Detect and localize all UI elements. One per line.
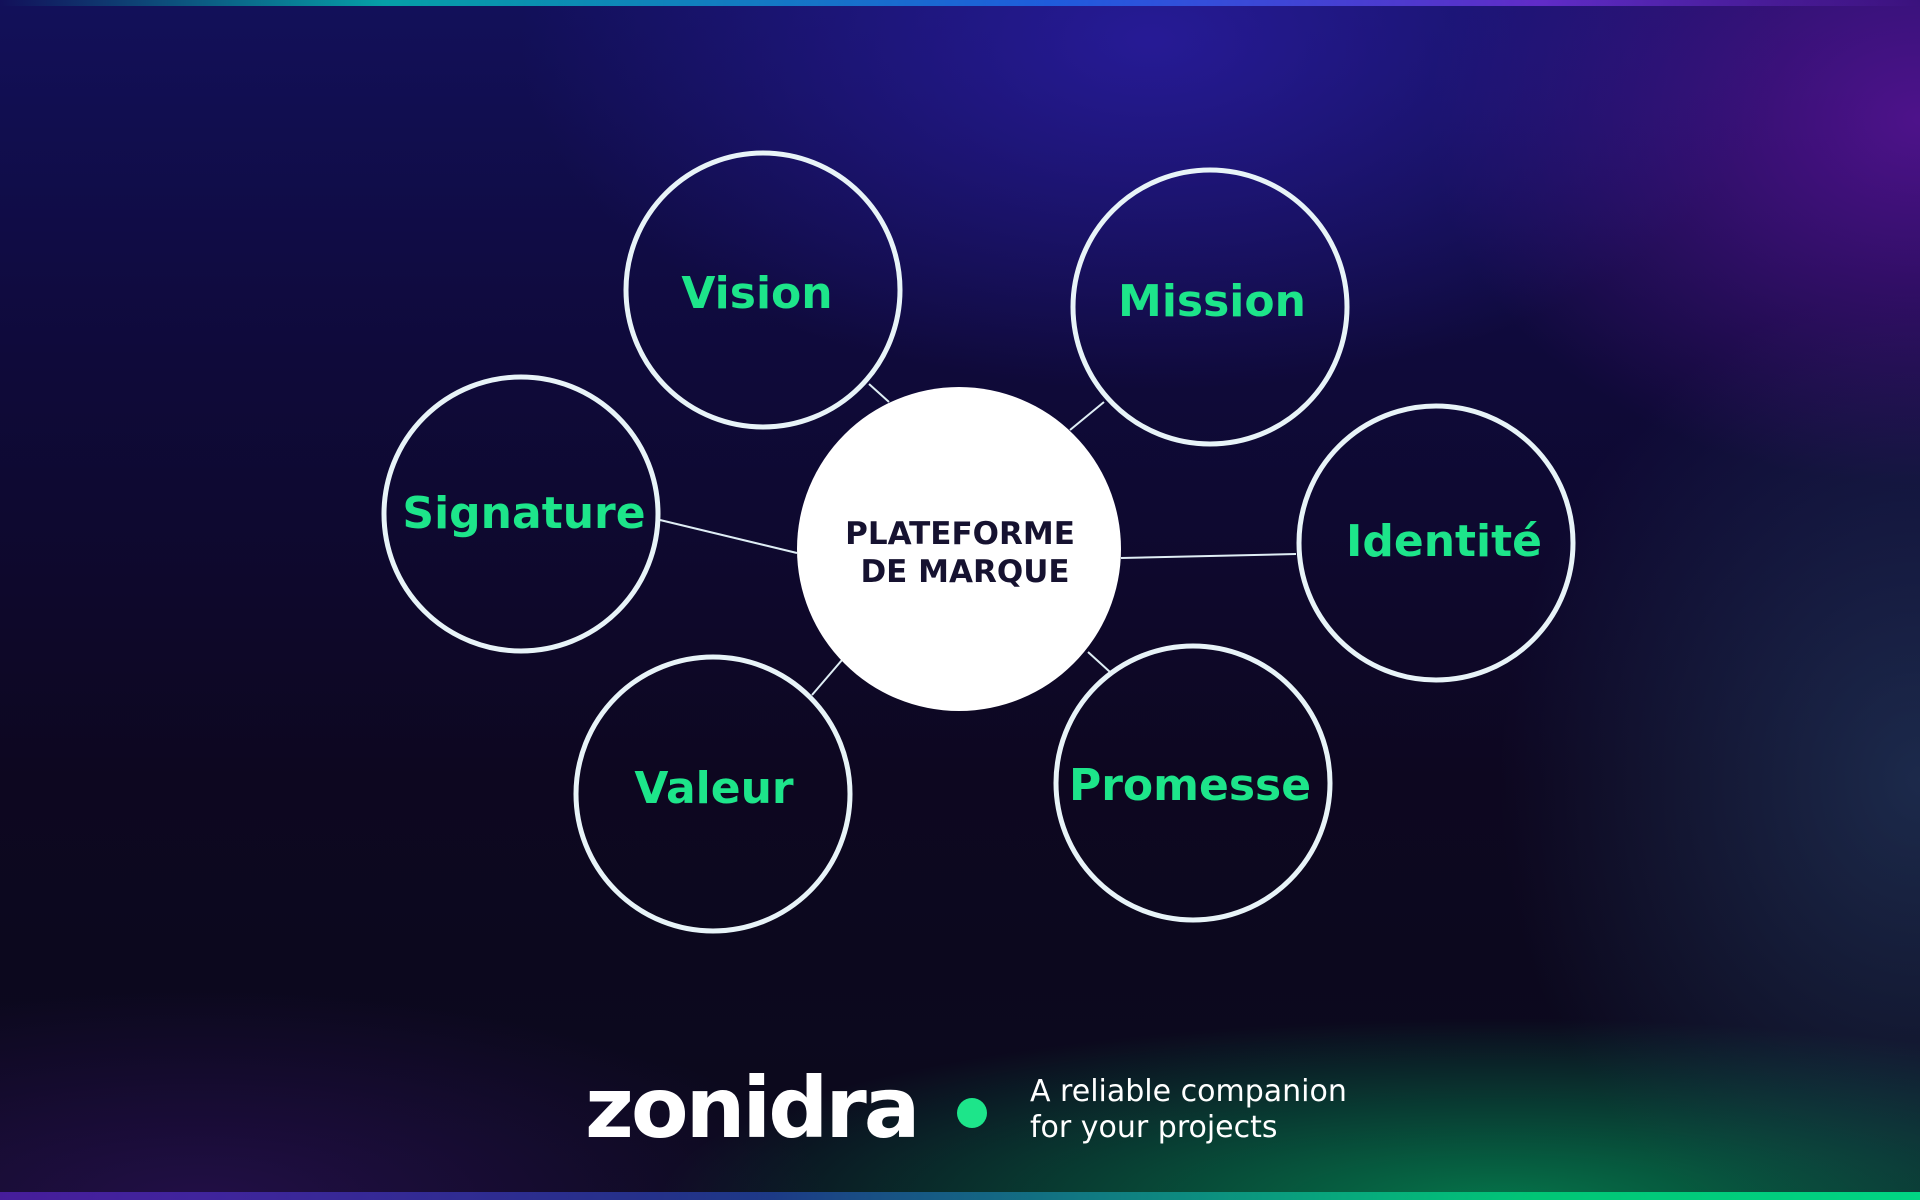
node-signature: Signature — [381, 374, 661, 654]
connectors — [659, 383, 1297, 696]
node-signature-circle — [381, 374, 661, 654]
bottom-glow-line — [0, 1192, 1920, 1200]
zonidra-logo: zonidra — [585, 1059, 920, 1157]
node-mission-circle — [1070, 167, 1350, 447]
node-vision-circle — [623, 150, 903, 430]
footer: zonidra A reliable companion for your pr… — [585, 1058, 1385, 1168]
node-promesse-circle — [1053, 643, 1333, 923]
node-valeur-label: Valeur — [634, 763, 794, 814]
node-valeur: Valeur — [573, 654, 853, 934]
node-identite: Identité — [1296, 403, 1576, 683]
node-promesse-label: Promesse — [1069, 760, 1311, 811]
connector-promesse — [1087, 651, 1111, 673]
node-signature-label: Signature — [402, 488, 645, 539]
node-valeur-circle — [573, 654, 853, 934]
node-promesse: Promesse — [1053, 643, 1333, 923]
top-glow-line — [0, 0, 1920, 6]
center-node-line1: PLATEFORME — [845, 516, 1075, 552]
connector-signature — [659, 519, 798, 554]
connector-identite — [1120, 553, 1297, 559]
connector-vision — [868, 383, 890, 403]
center-node-circle — [797, 387, 1121, 711]
node-identite-circle — [1296, 403, 1576, 683]
node-mission: Mission — [1070, 167, 1350, 447]
tagline-line2: for your projects — [1030, 1110, 1278, 1145]
connector-mission — [1069, 401, 1105, 431]
node-vision-label: Vision — [681, 268, 832, 319]
node-vision: Vision — [623, 150, 903, 430]
tagline: A reliable companion for your projects — [1030, 1074, 1390, 1146]
center-node: PLATEFORME DE MARQUE — [797, 387, 1121, 711]
logo-dot-icon — [957, 1098, 987, 1128]
node-mission-label: Mission — [1118, 276, 1306, 327]
connector-valeur — [811, 659, 843, 696]
tagline-line1: A reliable companion — [1030, 1074, 1347, 1109]
center-node-line2: DE MARQUE — [860, 554, 1069, 590]
node-identite-label: Identité — [1346, 516, 1542, 567]
